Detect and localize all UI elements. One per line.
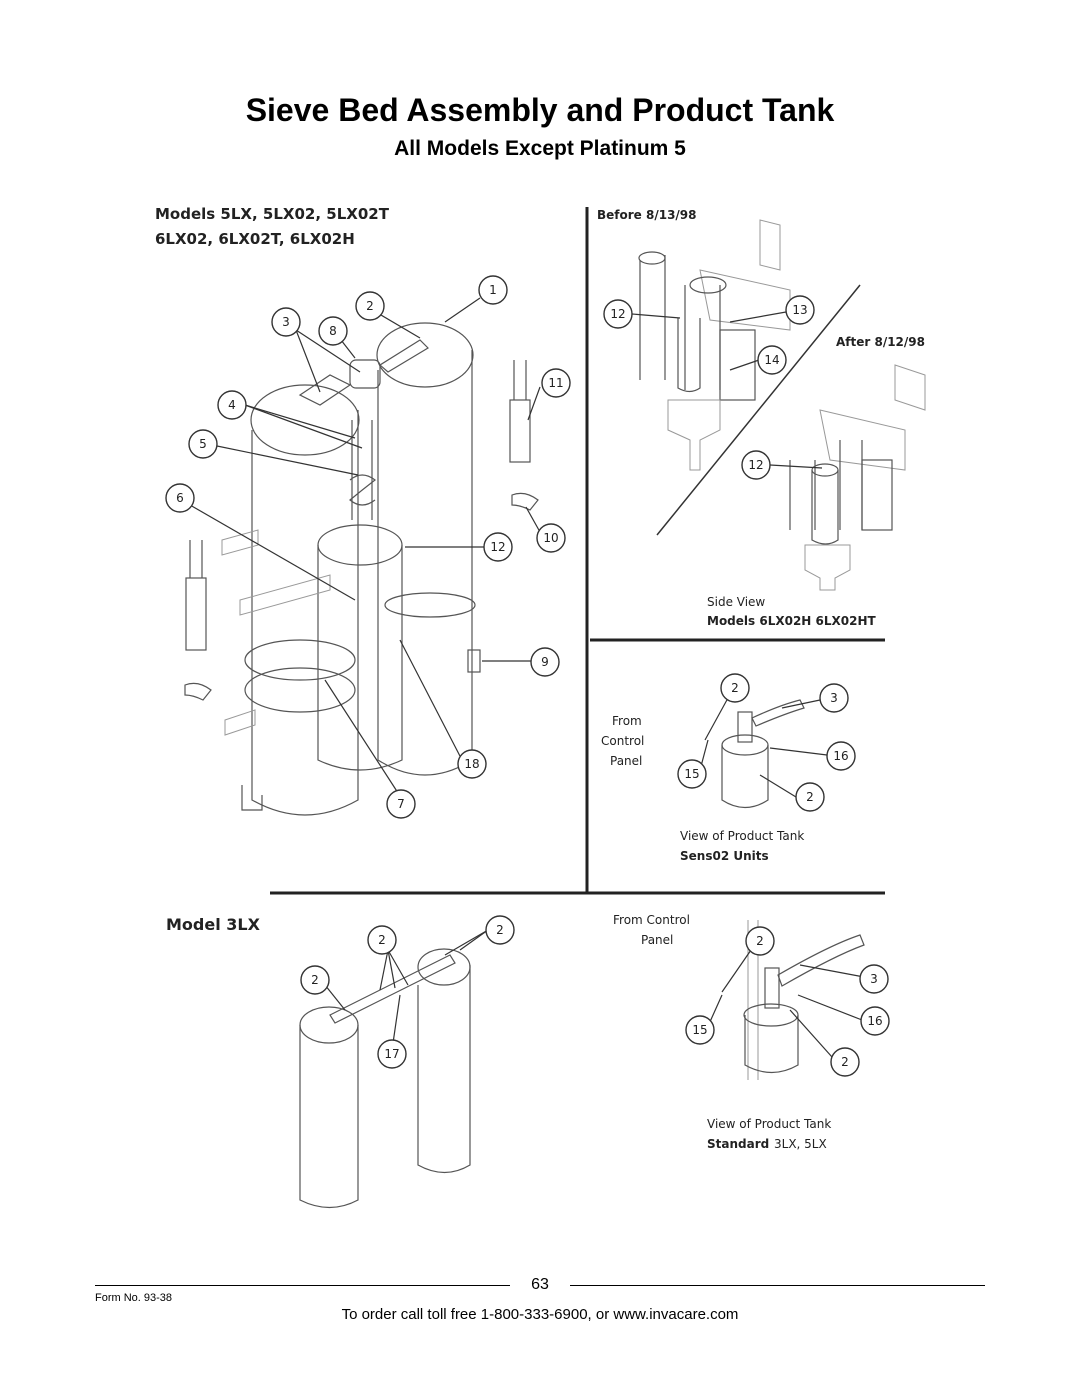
svg-text:10: 10 xyxy=(543,531,558,545)
svg-text:15: 15 xyxy=(684,767,699,781)
callout-10: 10 xyxy=(536,523,566,553)
product-tank-caption: View of Product Tank xyxy=(680,829,804,843)
callout-17: 17 xyxy=(377,1039,407,1069)
svg-text:16: 16 xyxy=(833,749,848,763)
main-leader-lines xyxy=(189,297,541,797)
callout-3-std: 3 xyxy=(859,964,889,994)
footer-rule-right xyxy=(570,1285,985,1286)
sens-units-caption: Sens02 Units xyxy=(680,849,769,863)
callout-12-before: 12 xyxy=(603,299,633,329)
callout-2: 2 xyxy=(355,291,385,321)
svg-text:3: 3 xyxy=(830,691,838,705)
svg-text:2: 2 xyxy=(806,790,814,804)
svg-text:12: 12 xyxy=(610,307,625,321)
side-view-before-drawing xyxy=(631,219,791,471)
svg-text:6: 6 xyxy=(176,491,184,505)
side-view-caption: Side View xyxy=(707,595,765,609)
callout-12: 12 xyxy=(483,532,513,562)
before-label: Before 8/13/98 xyxy=(597,208,697,222)
sieve-bed-assembly-drawing xyxy=(184,322,539,816)
callout-2-3lx-a: 2 xyxy=(367,925,397,955)
svg-text:8: 8 xyxy=(329,324,337,338)
svg-text:4: 4 xyxy=(228,398,236,412)
model-3lx-drawing xyxy=(299,929,489,1209)
svg-text:9: 9 xyxy=(541,655,549,669)
callout-2-3lx-c: 2 xyxy=(300,965,330,995)
from-control-label: From Control xyxy=(613,913,690,927)
callout-16-sens: 16 xyxy=(826,741,856,771)
panel-label-2: Panel xyxy=(641,933,673,947)
callout-3-sens: 3 xyxy=(819,683,849,713)
svg-text:3: 3 xyxy=(870,972,878,986)
callout-8: 8 xyxy=(318,316,348,346)
callout-15-std: 15 xyxy=(685,1015,715,1045)
svg-text:15: 15 xyxy=(692,1023,707,1037)
callout-16-std: 16 xyxy=(860,1006,890,1036)
callout-2-sens-a: 2 xyxy=(720,673,750,703)
form-number: Form No. 93-38 xyxy=(95,1292,173,1304)
svg-text:2: 2 xyxy=(366,299,374,313)
svg-text:2: 2 xyxy=(378,933,386,947)
svg-text:3: 3 xyxy=(282,315,290,329)
svg-text:17: 17 xyxy=(384,1047,399,1061)
standard-models: 3LX, 5LX xyxy=(774,1137,827,1151)
side-view-after-drawing xyxy=(769,364,926,591)
callout-9: 9 xyxy=(530,647,560,677)
callout-14: 14 xyxy=(757,345,787,375)
callout-7: 7 xyxy=(386,789,416,819)
before-after-divider xyxy=(656,284,861,536)
callout-2-std-a: 2 xyxy=(745,926,775,956)
from-label: From xyxy=(612,714,642,728)
svg-text:5: 5 xyxy=(199,437,207,451)
model-3lx-title: Model 3LX xyxy=(166,915,261,934)
callout-15-sens: 15 xyxy=(677,759,707,789)
svg-text:2: 2 xyxy=(756,934,764,948)
callout-6: 6 xyxy=(165,483,195,513)
standard-bold: Standard xyxy=(707,1137,769,1151)
callout-13: 13 xyxy=(785,295,815,325)
models-line1: Models 5LX, 5LX02, 5LX02T xyxy=(155,205,390,223)
models-line2: 6LX02, 6LX02T, 6LX02H xyxy=(155,230,355,248)
callout-2-std-b: 2 xyxy=(830,1047,860,1077)
side-view-models: Models 6LX02H 6LX02HT xyxy=(707,614,877,628)
after-label: After 8/12/98 xyxy=(836,335,925,349)
callout-12-after: 12 xyxy=(741,450,771,480)
callout-2-3lx-b: 2 xyxy=(485,915,515,945)
page-title: Sieve Bed Assembly and Product Tank xyxy=(245,92,835,128)
callout-3: 3 xyxy=(271,307,301,337)
svg-text:2: 2 xyxy=(311,973,319,987)
page-number: 63 xyxy=(531,1276,549,1293)
callout-18: 18 xyxy=(457,749,487,779)
svg-text:11: 11 xyxy=(548,376,563,390)
callout-4: 4 xyxy=(217,390,247,420)
panel-label: Panel xyxy=(610,754,642,768)
footer-rule-left xyxy=(95,1285,510,1286)
callout-5: 5 xyxy=(188,429,218,459)
svg-text:2: 2 xyxy=(731,681,739,695)
svg-text:12: 12 xyxy=(748,458,763,472)
sens-product-tank-drawing xyxy=(699,697,828,809)
callout-11: 11 xyxy=(541,368,571,398)
svg-text:2: 2 xyxy=(496,923,504,937)
svg-text:14: 14 xyxy=(764,353,779,367)
callout-2-sens-b: 2 xyxy=(795,782,825,812)
page-subtitle: All Models Except Platinum 5 xyxy=(394,137,686,160)
svg-text:18: 18 xyxy=(464,757,479,771)
svg-text:1: 1 xyxy=(489,283,497,297)
svg-text:12: 12 xyxy=(490,540,505,554)
control-label: Control xyxy=(601,734,644,748)
svg-text:2: 2 xyxy=(841,1055,849,1069)
svg-text:16: 16 xyxy=(867,1014,882,1028)
svg-text:13: 13 xyxy=(792,303,807,317)
standard-tank-caption: View of Product Tank xyxy=(707,1117,831,1131)
callout-1: 1 xyxy=(478,275,508,305)
svg-text:7: 7 xyxy=(397,797,405,811)
order-info: To order call toll free 1-800-333-6900, … xyxy=(341,1306,739,1323)
